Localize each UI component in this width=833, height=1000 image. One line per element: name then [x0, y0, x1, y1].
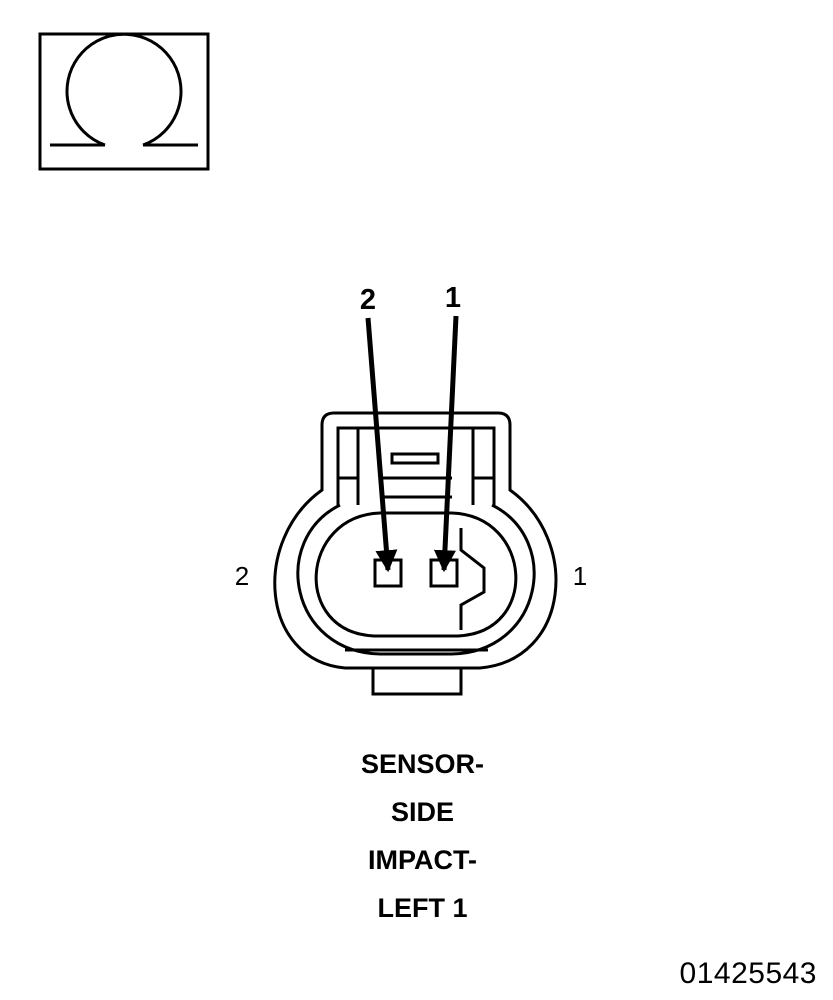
caption-line-2: SIDE — [390, 797, 455, 827]
pin-1-side-label: 1 — [573, 561, 587, 591]
caption-line-1: SENSOR- — [360, 749, 485, 779]
caption-line-4: LEFT 1 — [377, 893, 468, 923]
pin-1-arrow — [433, 315, 459, 573]
connector-body — [273, 411, 558, 696]
pin-2-arrow — [365, 317, 398, 573]
pin-1-callout-label: 1 — [445, 282, 461, 314]
pin-2-callout-label: 2 — [360, 284, 376, 316]
ohm-symbol-icon — [38, 32, 210, 171]
pin-2-side-label: 2 — [235, 561, 249, 591]
document-number: 01425543 — [679, 957, 817, 990]
caption-line-3: IMPACT- — [368, 845, 477, 875]
